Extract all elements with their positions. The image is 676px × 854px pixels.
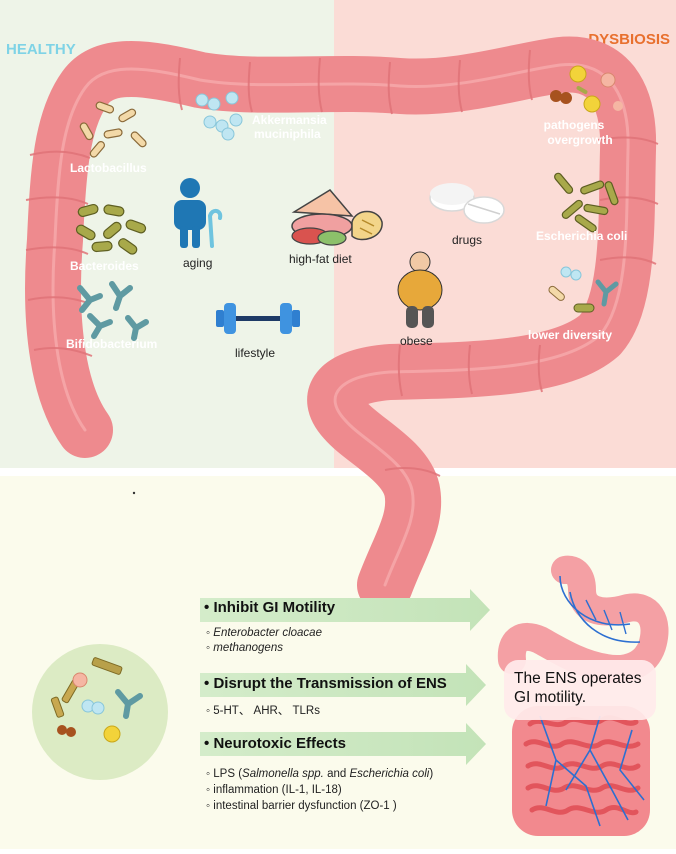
label-pathogens-2: overgrowth <box>547 133 612 147</box>
label-lifestyle: lifestyle <box>235 346 275 360</box>
effect-title-disrupt: • Disrupt the Transmission of ENS <box>204 675 447 692</box>
label-lactobacillus: Lactobacillus <box>70 161 147 175</box>
effect-title-neurotoxic: • Neurotoxic Effects <box>204 735 346 752</box>
gi-tract-illustration <box>497 555 669 836</box>
label-akkermansia-1: Akkermansia <box>252 113 327 127</box>
bacteroides-microbes <box>75 203 147 255</box>
high-fat-diet-icon <box>291 189 383 246</box>
label-bifidobacterium: Bifidobacterium <box>66 337 157 351</box>
effect-item-methanogens: ◦ methanogens <box>206 642 283 654</box>
healthy-title: HEALTHY <box>6 41 76 58</box>
obese-icon <box>397 251 443 328</box>
dysbiosis-title: DYSBIOSIS <box>588 31 670 48</box>
aging-icon <box>174 178 223 248</box>
effect-title-inhibit: • Inhibit GI Motility <box>204 599 336 616</box>
dumbbell-icon <box>216 303 300 334</box>
effect-item-enterobacter: ◦ Enterobacter cloacae <box>206 627 322 639</box>
akkermansia-microbes <box>195 91 243 141</box>
lactobacillus-microbes <box>79 101 147 158</box>
effect-item-barrier: ◦ intestinal barrier dysfunction (ZO-1 ) <box>206 800 397 812</box>
colon <box>25 36 659 613</box>
label-bacteroides: Bacteroides <box>70 259 139 273</box>
label-lower-diversity: lower diversity <box>528 328 612 342</box>
lower-diversity-microbes <box>548 266 619 313</box>
effect-item-lps: ◦ LPS (Salmonella spp. and Escherichia c… <box>206 768 434 780</box>
label-drugs: drugs <box>452 233 482 247</box>
ens-callout: The ENS operates GI motility. <box>504 660 656 720</box>
effect-item-receptors: ◦ 5-HT、 AHR、 TLRs <box>206 705 320 717</box>
bifidobacterium-microbes <box>77 281 149 341</box>
label-akkermansia-2: muciniphila <box>254 127 321 141</box>
microbe-community-circle <box>32 644 168 780</box>
label-high-fat-diet: high-fat diet <box>289 252 352 266</box>
pathogen-microbes <box>550 65 623 113</box>
effect-arrows <box>200 589 490 765</box>
effect-item-inflammation: ◦ inflammation (IL-1, IL-18) <box>206 784 342 796</box>
drugs-icon <box>429 183 505 224</box>
dot-mark <box>132 491 136 495</box>
ecoli-microbes <box>554 172 619 233</box>
label-obese: obese <box>400 334 433 348</box>
label-pathogens-1: pathogens <box>544 118 605 132</box>
label-ecoli: Escherichia coli <box>536 229 627 243</box>
label-aging: aging <box>183 256 212 270</box>
